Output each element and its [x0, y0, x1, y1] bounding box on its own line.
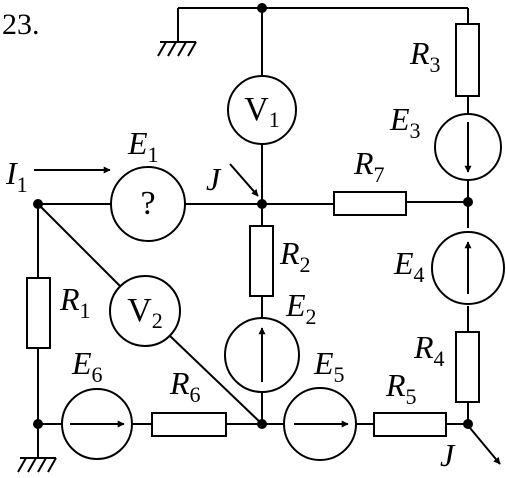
- label-j-top: J: [206, 161, 222, 197]
- label-e5: E5: [313, 345, 345, 387]
- label-r7: R7: [353, 145, 385, 187]
- label-r5: R5: [385, 367, 417, 409]
- voltmeter-v2: V2: [109, 275, 181, 347]
- resistor-r1: [26, 277, 51, 349]
- junction-right: [463, 197, 473, 207]
- junction-bottom-right: [463, 419, 473, 429]
- label-r6: R6: [169, 365, 201, 407]
- unknown-symbol: ?: [140, 185, 155, 222]
- label-e4: E4: [393, 245, 425, 287]
- source-e6: [61, 388, 133, 460]
- junction-center: [257, 199, 267, 209]
- labels: I1 E1 J R7 R3 E3 E4 R2 E2 R1 R4 E6 R6 E5…: [5, 35, 456, 473]
- wire-diag-lower: [169, 335, 263, 425]
- resistor-r4: [455, 331, 480, 403]
- source-e5: [283, 387, 357, 461]
- label-i1: I1: [5, 155, 28, 197]
- svg-text:V2: V2: [127, 292, 163, 333]
- label-r3: R3: [409, 35, 441, 77]
- source-e1-unknown: ?: [110, 166, 186, 242]
- label-e6: E6: [71, 345, 103, 387]
- wire-diag-upper: [37, 203, 121, 287]
- source-e2: [224, 317, 300, 393]
- source-e3: [434, 113, 502, 181]
- svg-text:V1: V1: [244, 91, 280, 132]
- voltmeter-v1: V1: [227, 75, 297, 145]
- label-e1: E1: [127, 125, 159, 167]
- junction-left: [33, 199, 43, 209]
- resistor-r6: [151, 412, 227, 437]
- problem-number: 23.: [2, 8, 40, 41]
- current-source-j-out-arrow-icon: [469, 427, 501, 465]
- label-r1: R1: [59, 281, 91, 323]
- junction-bottom-left: [33, 419, 43, 429]
- label-j-bottom: J: [440, 437, 456, 473]
- label-e2: E2: [285, 287, 317, 329]
- label-r4: R4: [413, 329, 445, 371]
- resistor-r5: [373, 412, 447, 437]
- resistor-r3: [455, 23, 480, 97]
- junction-bottom-center: [257, 419, 267, 429]
- current-source-j-in-arrow-icon: [229, 163, 259, 197]
- label-e3: E3: [389, 101, 421, 143]
- junction-top: [257, 3, 267, 13]
- resistor-r2: [249, 225, 274, 297]
- ground-bottom: [17, 457, 57, 473]
- resistor-r7: [333, 191, 407, 216]
- junctions: [33, 3, 473, 429]
- source-e4: [431, 231, 505, 305]
- ground-top: [157, 41, 197, 57]
- label-r2: R2: [279, 235, 311, 277]
